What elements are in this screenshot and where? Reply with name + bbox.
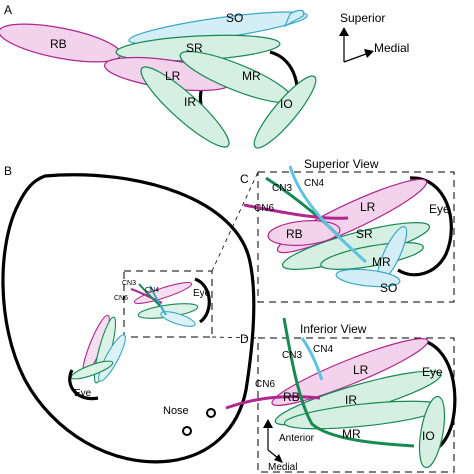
muscle-rb-c [267,220,341,246]
label-cn4-d: CN4 [313,344,333,355]
label-cn4-b: CN4 [145,287,159,294]
head-outline [1,173,256,464]
mini-superior-view [130,277,211,327]
panel-c: C Superior View CN3 CN4 CN6 LR Eye RB SR… [240,157,455,303]
label-mr-d: MR [342,427,361,441]
label-sr-c: SR [356,227,373,241]
panel-d: D Inferior View CN3 CN4 CN6 LR Eye RB IR… [225,317,457,473]
label-eye-b-inset: Eye [193,288,211,299]
panel-a-letter: A [4,3,12,17]
label-mr-c: MR [372,255,391,269]
nerve-cn6-c [243,203,349,220]
label-anterior-d: Anterior [279,433,315,444]
nostril-right [206,408,216,418]
orientation-arrows-d [263,419,283,463]
panel-d-letter: D [240,332,249,346]
panel-c-letter: C [240,172,249,186]
eye-outline-c [397,176,453,277]
label-superior-a: Superior [340,11,385,25]
label-medial-a: Medial [374,41,409,55]
label-rb-d: RB [283,390,300,404]
label-mr-a: MR [242,69,261,83]
nerve-cn3-d [282,317,415,448]
label-cn6-c: CN6 [254,203,274,214]
label-io-d: IO [422,429,435,443]
label-ir-a: IR [184,95,196,109]
label-io-a: IO [280,97,293,111]
label-cn6-d: CN6 [255,379,275,390]
label-lr-d: LR [353,363,369,377]
label-eye-c: Eye [429,202,450,216]
muscle-io-a [253,75,317,149]
connector-c [211,171,259,272]
title-inferior-view: Inferior View [300,322,367,336]
label-so-a: SO [226,11,243,25]
label-eye-d: Eye [422,365,443,379]
panel-a: A SO RB SR LR MR IR IO Superior Medial [0,3,409,149]
label-cn6-b: CN6 [114,295,128,302]
title-superior-view: Superior View [304,157,379,171]
nerve-cn6-d [225,395,321,410]
inset-box-d [257,337,455,473]
muscle-io-d [418,395,446,469]
inset-box-c [257,171,455,303]
label-sr-a: SR [186,41,203,55]
panel-b: B CN3 CN4 CN6 Eye Eye Nose [1,164,259,464]
nerve-cn4-d [300,337,324,381]
label-lr-a: LR [165,69,181,83]
label-cn3-b: CN3 [122,280,136,287]
label-medial-d: Medial [268,462,297,473]
label-lr-c: LR [360,200,376,214]
label-cn4-c: CN4 [304,178,324,189]
label-so-c: SO [380,281,397,295]
label-eye-b-lower: Eye [74,388,92,399]
label-rb-c: RB [286,227,303,241]
orientation-arrows-a [339,27,374,63]
mini-lower-eye [68,314,126,401]
panel-b-letter: B [4,164,12,178]
inset-box-b [123,270,213,338]
label-cn3-d: CN3 [282,350,302,361]
nostril-left [182,426,192,436]
nerve-cn4-c [288,165,367,264]
label-cn3-c: CN3 [272,183,292,194]
label-rb-a: RB [50,37,67,51]
muscle-so-c [335,226,408,288]
muscle-lr-d [271,338,429,406]
label-ir-d: IR [345,393,357,407]
label-nose: Nose [163,405,189,417]
muscle-ir-a [140,66,230,148]
